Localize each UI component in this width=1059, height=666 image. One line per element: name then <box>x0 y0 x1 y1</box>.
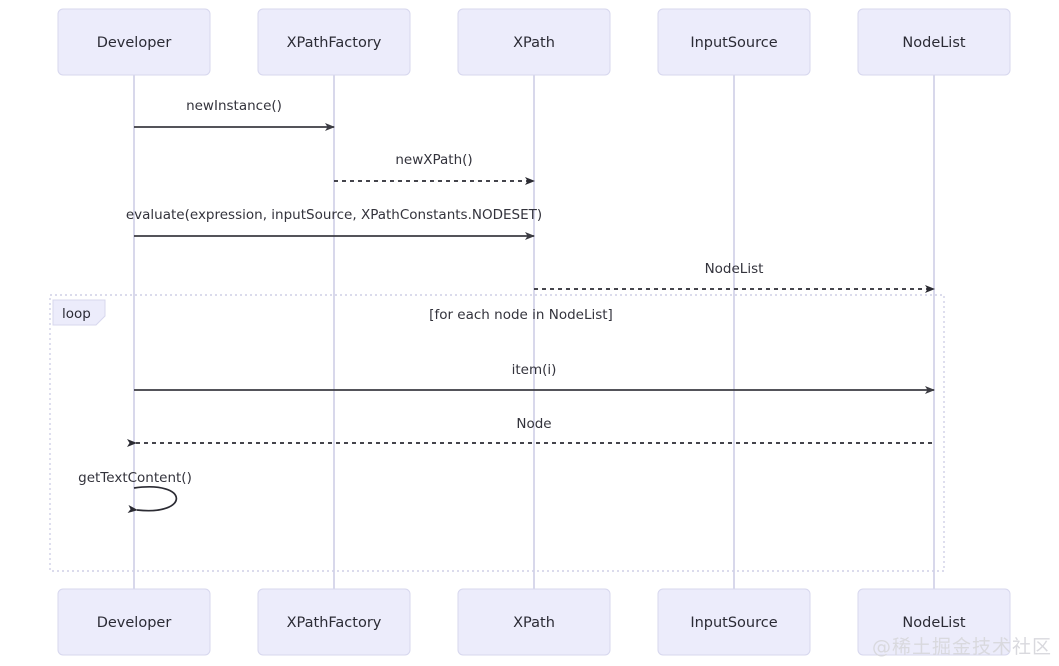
message-2: newXPath() <box>334 152 535 185</box>
participant-label: XPath <box>513 35 555 51</box>
watermark: @稀土掘金技术社区 <box>872 636 1053 658</box>
participant-box[interactable] <box>257 8 411 76</box>
participant-headers: Developer XPathFactory XPath InputSource Nod… <box>57 8 1011 76</box>
participant-footer-nodelist[interactable]: NodeList <box>857 588 1011 656</box>
participant-footers: Developer XPathFactory XPath InputSource Nod… <box>57 588 1011 656</box>
participant-label: Developer <box>97 615 172 631</box>
message-label: getTextContent() <box>78 470 192 486</box>
participant-label: XPathFactory <box>287 615 382 631</box>
messages-group: newInstance() newXPath() evaluate(expressi… <box>78 98 935 513</box>
lifelines-group <box>133 75 935 589</box>
participant-label: XPathFactory <box>287 35 382 51</box>
message-1: newInstance() <box>134 98 335 131</box>
participant-footer-xpathfactory[interactable]: XPathFactory <box>257 588 411 656</box>
participant-box[interactable] <box>57 8 211 76</box>
participant-header-xpathfactory[interactable]: XPathFactory <box>257 8 411 76</box>
participant-label: InputSource <box>690 615 777 631</box>
loop-condition-label: [for each node in NodeList] <box>429 307 613 323</box>
message-label: NodeList <box>705 261 764 277</box>
message-label: item(i) <box>512 362 557 378</box>
message-label: evaluate(expression, inputSource, XPathC… <box>126 207 542 223</box>
participant-box[interactable] <box>257 588 411 656</box>
participant-footer-developer[interactable]: Developer <box>57 588 211 656</box>
message-4: NodeList <box>534 261 935 293</box>
participant-label: NodeList <box>902 35 966 51</box>
participant-label: InputSource <box>690 35 777 51</box>
participant-box[interactable] <box>857 588 1011 656</box>
participant-label: XPath <box>513 615 555 631</box>
loop-frame-border <box>49 294 945 572</box>
participant-footer-xpath[interactable]: XPath <box>457 588 611 656</box>
message-label: Node <box>516 416 551 432</box>
participant-box[interactable] <box>657 588 811 656</box>
message-3: evaluate(expression, inputSource, XPathC… <box>126 207 542 240</box>
participant-box[interactable] <box>457 588 611 656</box>
self-call-arrow <box>127 486 178 513</box>
message-label: newXPath() <box>395 152 472 168</box>
participant-box[interactable] <box>857 8 1011 76</box>
participant-box[interactable] <box>57 588 211 656</box>
participant-box[interactable] <box>457 8 611 76</box>
participant-header-nodelist[interactable]: NodeList <box>857 8 1011 76</box>
message-6: Node <box>127 416 932 447</box>
participant-header-developer[interactable]: Developer <box>57 8 211 76</box>
participant-box[interactable] <box>657 8 811 76</box>
participant-footer-inputsource[interactable]: InputSource <box>657 588 811 656</box>
message-7: getTextContent() <box>78 470 192 513</box>
participant-label: NodeList <box>902 615 966 631</box>
participant-header-inputsource[interactable]: InputSource <box>657 8 811 76</box>
message-label: newInstance() <box>186 98 282 114</box>
loop-tab-shape <box>52 299 106 326</box>
message-5: item(i) <box>134 362 935 394</box>
participant-header-xpath[interactable]: XPath <box>457 8 611 76</box>
loop-fragment: loop [for each node in NodeList] <box>49 294 945 572</box>
loop-tab-label: loop <box>62 306 91 322</box>
participant-label: Developer <box>97 35 172 51</box>
